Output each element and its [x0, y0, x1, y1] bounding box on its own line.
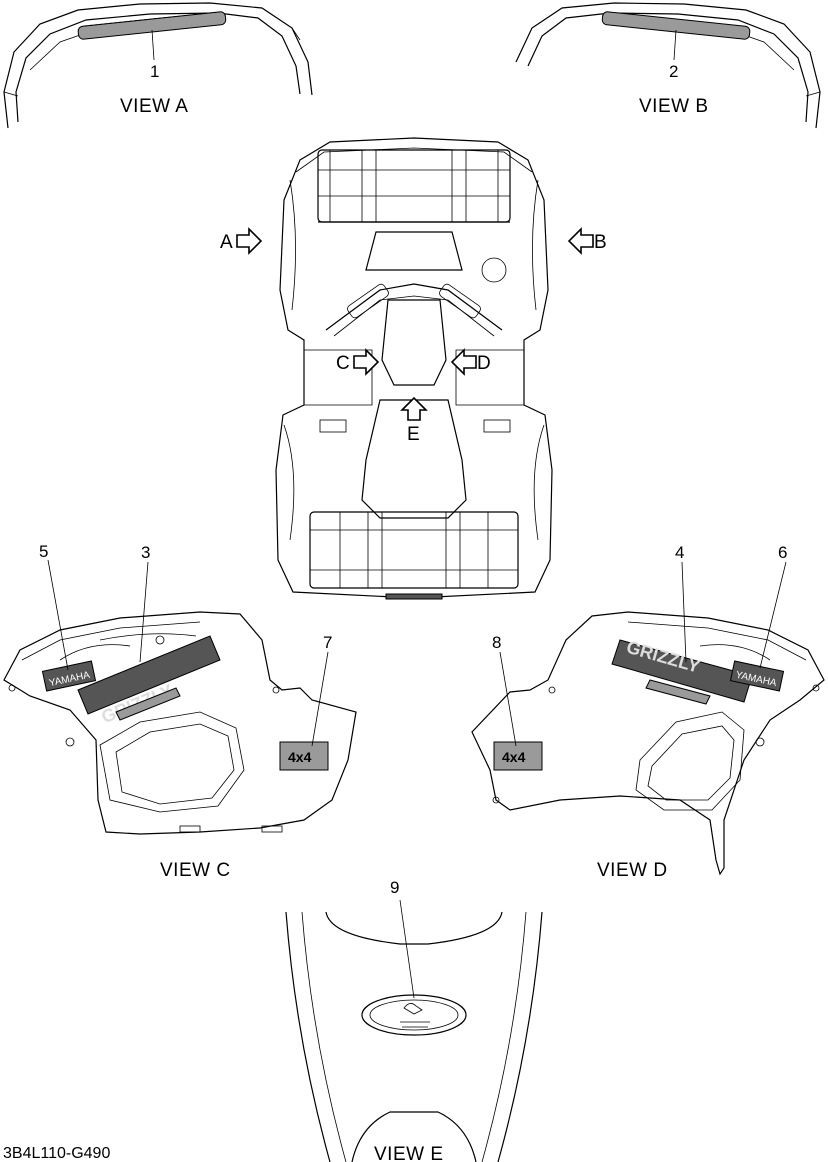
- arrow-a-icon: [236, 227, 263, 255]
- callout-8: 8: [492, 633, 501, 652]
- view-d-side-panel: [471, 611, 825, 876]
- callout-2: 2: [669, 62, 678, 81]
- arrow-d-letter: D: [477, 353, 491, 374]
- arrow-d-icon: [450, 348, 477, 376]
- callout-5: 5: [39, 542, 48, 561]
- view-d-label: VIEW D: [597, 860, 668, 881]
- diagram-code: 3B4L110-G490: [3, 1145, 110, 1162]
- arrow-c-letter: C: [336, 353, 350, 374]
- view-e-rear-fender: [285, 911, 543, 1162]
- view-b-label: VIEW B: [639, 96, 709, 117]
- callout-3: 3: [141, 543, 150, 562]
- arrow-e-letter: E: [407, 424, 420, 445]
- decal-9-oval-emblem: [361, 994, 467, 1036]
- callout-1: 1: [150, 62, 159, 81]
- decal-2-stripe: [601, 11, 751, 40]
- arrow-b-icon: [567, 227, 594, 255]
- callout-6: 6: [778, 543, 787, 562]
- atv-top-view: [275, 137, 553, 600]
- decal-8-4x4: 4x4: [493, 741, 543, 771]
- view-e-label: VIEW E: [374, 1144, 444, 1162]
- decal-3-grizzly: GRIZZLY: [77, 635, 221, 727]
- svg-text:4x4: 4x4: [502, 749, 526, 765]
- svg-text:4x4: 4x4: [288, 749, 312, 765]
- view-a-fender: [3, 2, 313, 129]
- arrow-b-letter: B: [594, 232, 607, 253]
- arrow-c-icon: [353, 348, 380, 376]
- view-c-side-panel: [3, 611, 357, 835]
- decal-7-4x4: 4x4: [279, 741, 329, 771]
- arrow-a-letter: A: [220, 232, 233, 253]
- callout-9: 9: [390, 878, 399, 897]
- view-c-label: VIEW C: [160, 860, 231, 881]
- view-b-fender: [515, 2, 821, 129]
- view-a-label: VIEW A: [120, 96, 188, 117]
- decal-4-grizzly: GRIZZLY: [611, 637, 753, 705]
- callout-7: 7: [323, 633, 332, 652]
- arrow-e-icon: [400, 396, 428, 421]
- decal-1-stripe: [77, 11, 227, 40]
- decal-6-yamaha: YAMAHA: [729, 660, 785, 692]
- callout-4: 4: [675, 543, 684, 562]
